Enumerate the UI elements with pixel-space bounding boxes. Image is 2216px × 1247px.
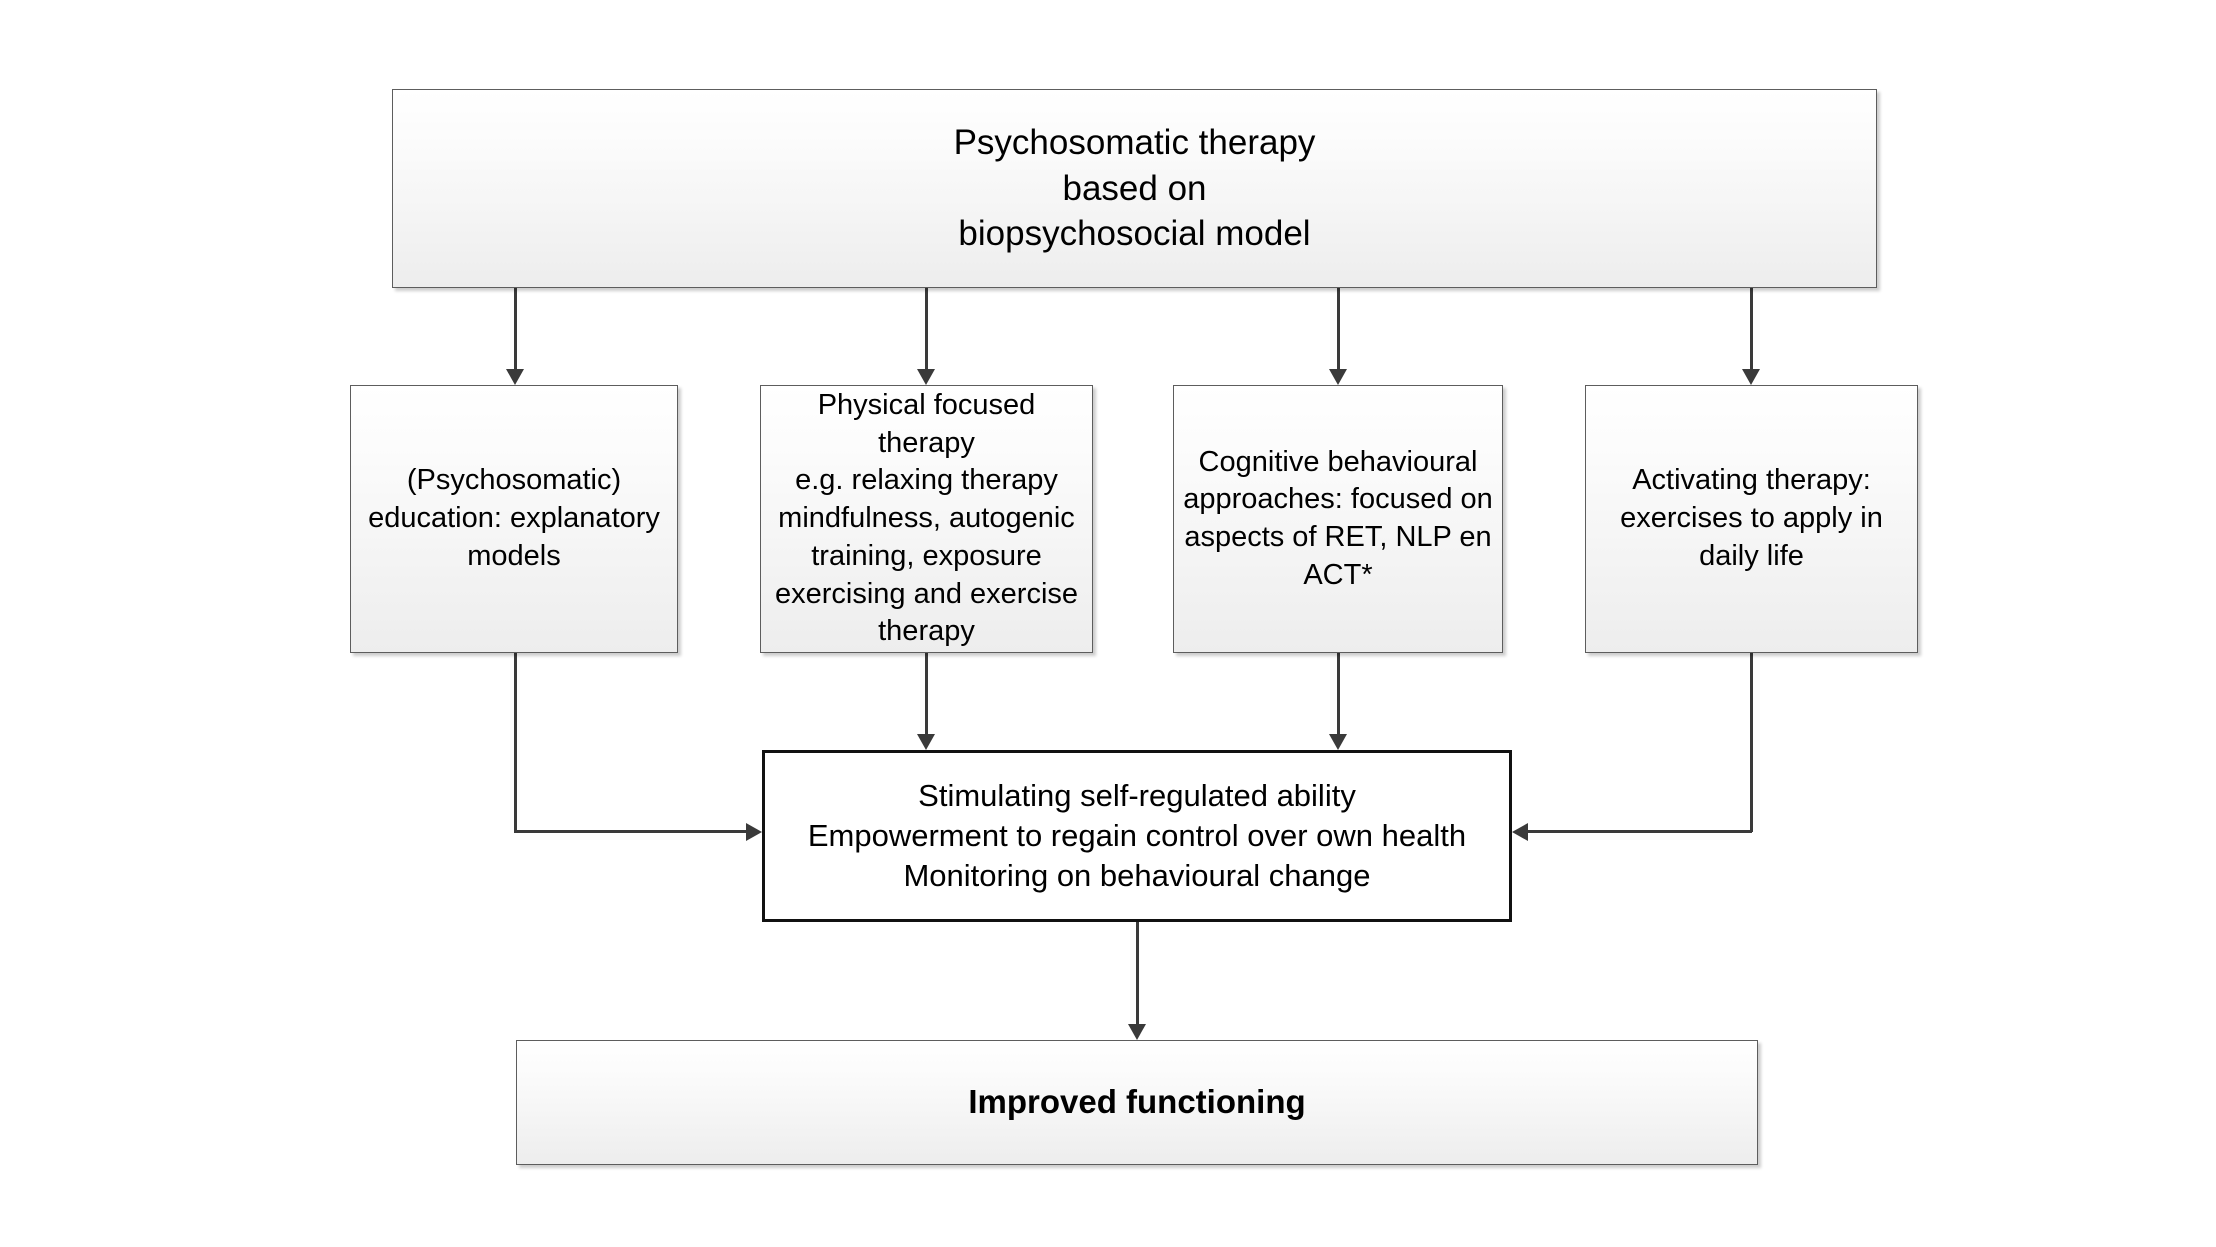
connector-education-to-central-horizontal <box>514 830 746 833</box>
node-stimulating-self-regulated-ability: Stimulating self-regulated ability Empow… <box>762 750 1512 922</box>
node-activating-therapy-label: Activating therapy: exercises to apply i… <box>1620 464 1883 572</box>
arrowhead-top-to-education <box>506 369 524 385</box>
node-cognitive-behavioural-approaches: Cognitive behavioural approaches: focuse… <box>1173 385 1503 653</box>
connector-physical-to-central <box>925 653 928 734</box>
arrowhead-top-to-cognitive <box>1329 369 1347 385</box>
connector-activating-to-central-vertical <box>1750 653 1753 832</box>
connector-top-to-education <box>514 288 517 369</box>
arrowhead-activating-to-central <box>1512 823 1528 841</box>
connector-central-to-outcome <box>1136 922 1139 1024</box>
node-stimulating-self-regulated-ability-label: Stimulating self-regulated ability Empow… <box>807 777 1467 894</box>
node-activating-therapy: Activating therapy: exercises to apply i… <box>1585 385 1918 653</box>
arrowhead-central-to-outcome <box>1128 1024 1146 1040</box>
connector-top-to-physical <box>925 288 928 369</box>
connector-education-to-central-vertical <box>514 653 517 832</box>
arrowhead-physical-to-central <box>917 734 935 750</box>
node-cognitive-behavioural-approaches-label: Cognitive behavioural approaches: focuse… <box>1183 445 1493 591</box>
connector-cognitive-to-central <box>1337 653 1340 734</box>
arrowhead-top-to-activating <box>1742 369 1760 385</box>
node-physical-focused-therapy-label: Physical focused therapy e.g. relaxing t… <box>774 389 1079 648</box>
connector-top-to-activating <box>1750 288 1753 369</box>
node-psychosomatic-education: (Psychosomatic) education: explanatory m… <box>350 385 678 653</box>
node-psychosomatic-therapy-label: Psychosomatic therapy based on biopsycho… <box>953 123 1316 254</box>
arrowhead-education-to-central <box>746 823 762 841</box>
node-improved-functioning-label: Improved functioning <box>968 1083 1306 1121</box>
arrowhead-top-to-physical <box>917 369 935 385</box>
node-physical-focused-therapy: Physical focused therapy e.g. relaxing t… <box>760 385 1093 653</box>
connector-top-to-cognitive <box>1337 288 1340 369</box>
connector-activating-to-central-horizontal <box>1528 830 1752 833</box>
node-psychosomatic-education-label: (Psychosomatic) education: explanatory m… <box>368 464 660 572</box>
node-improved-functioning: Improved functioning <box>516 1040 1758 1165</box>
arrowhead-cognitive-to-central <box>1329 734 1347 750</box>
node-psychosomatic-therapy: Psychosomatic therapy based on biopsycho… <box>392 89 1877 288</box>
